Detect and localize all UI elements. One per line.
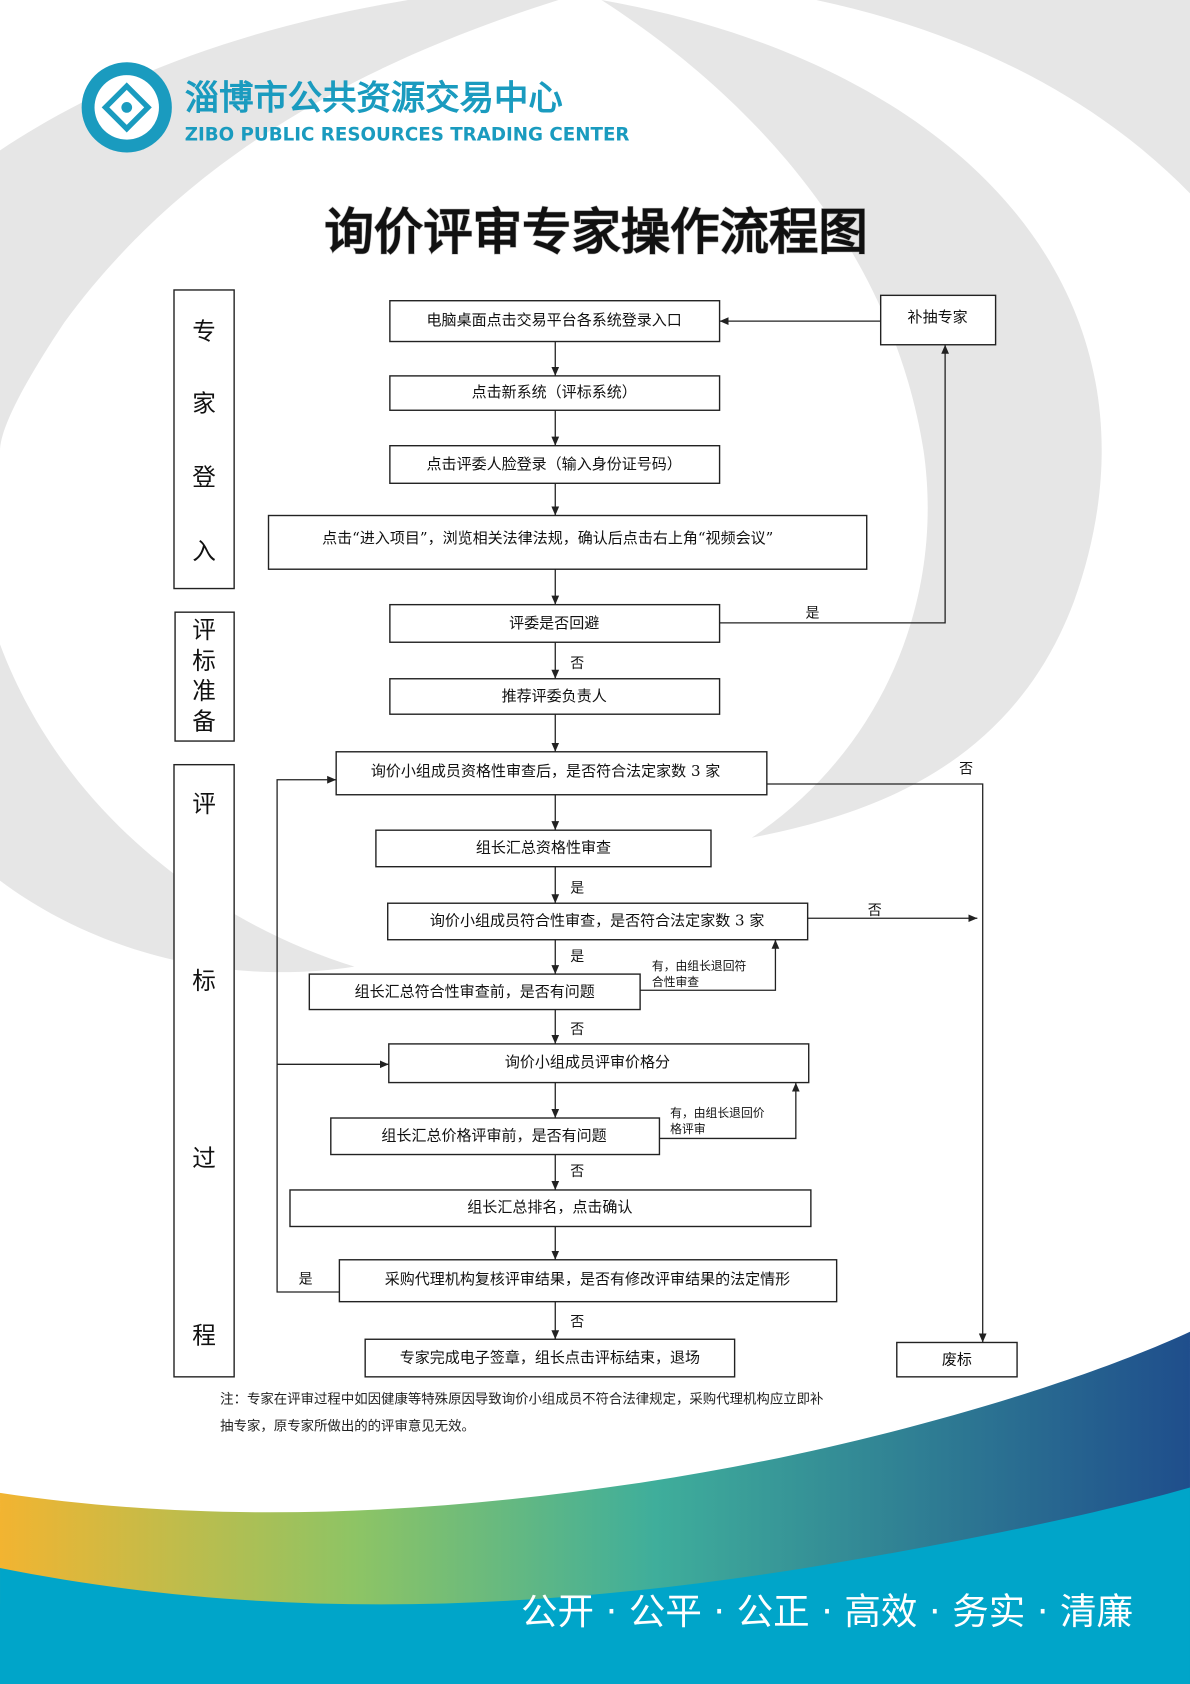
svg-text:询价小组成员评审价格分: 询价小组成员评审价格分 <box>505 1053 670 1071</box>
svg-text:否: 否 <box>570 1164 584 1180</box>
svg-text:有，由组长退回符: 有，由组长退回符 <box>652 959 747 973</box>
edge-labels: 是 否 否 是 否 是 有，由组长退回符 合性审查 否 有，由组长退回价 格评审… <box>299 606 973 1331</box>
footer-band <box>0 1487 1190 1684</box>
org-name-cn: 淄博市公共资源交易中心 <box>185 79 563 119</box>
step-summary-qualification: 组长汇总资格性审查 <box>375 829 712 868</box>
svg-text:程: 程 <box>192 1322 216 1350</box>
svg-text:登: 登 <box>192 463 216 491</box>
svg-text:格评审: 格评审 <box>670 1122 705 1136</box>
svg-text:废标: 废标 <box>942 1351 972 1369</box>
note-line-2: 抽专家，原专家所做出的的评审意见无效。 <box>220 1418 475 1435</box>
connectors <box>276 317 987 1343</box>
svg-text:采购代理机构复核评审结果，是否有修改评审结果的法定情形: 采购代理机构复核评审结果，是否有修改评审结果的法定情形 <box>385 1270 790 1288</box>
svg-text:电脑桌面点击交易平台各系统登录入口: 电脑桌面点击交易平台各系统登录入口 <box>427 311 682 329</box>
svg-text:评: 评 <box>192 790 216 818</box>
step-enter-project: 点击“进入项目”，浏览相关法律法规，确认后点击右上角“视频会议” <box>267 514 868 570</box>
svg-text:是: 是 <box>570 949 584 965</box>
svg-text:准: 准 <box>192 677 216 705</box>
svg-text:组长汇总资格性审查: 组长汇总资格性审查 <box>476 838 611 856</box>
svg-text:评: 评 <box>192 616 216 644</box>
section-expert-login: 专 家 登 入 <box>173 289 235 590</box>
svg-text:标: 标 <box>192 967 216 995</box>
svg-text:过: 过 <box>192 1144 216 1172</box>
svg-text:点击新系统（评标系统）: 点击新系统（评标系统） <box>472 383 637 401</box>
svg-text:备: 备 <box>192 707 216 735</box>
svg-text:专家完成电子签章，组长点击评标结束，退场: 专家完成电子签章，组长点击评标结束，退场 <box>400 1349 700 1367</box>
decision-agency-review: 采购代理机构复核评审结果，是否有修改评审结果的法定情形 <box>338 1259 838 1303</box>
decision-compliance: 询价小组成员符合性审查，是否符合法定家数 3 家 <box>387 902 809 941</box>
step-face-login: 点击评委人脸登录（输入身份证号码） <box>389 445 721 484</box>
note-line-1: 注：专家在评审过程中如因健康等特殊原因导致询价小组成员不符合法律规定，采购代理机… <box>220 1391 823 1408</box>
svg-text:否: 否 <box>570 656 584 672</box>
decision-recusal: 评委是否回避 <box>389 603 721 643</box>
svg-text:否: 否 <box>868 903 882 919</box>
svg-text:有，由组长退回价: 有，由组长退回价 <box>670 1106 765 1120</box>
svg-text:合性审查: 合性审查 <box>652 975 699 989</box>
page-title: 询价评审专家操作流程图 <box>324 203 867 261</box>
logo <box>81 62 172 153</box>
step-login-entry: 电脑桌面点击交易平台各系统登录入口 <box>389 300 721 343</box>
svg-text:点击评委人脸登录（输入身份证号码）: 点击评委人脸登录（输入身份证号码） <box>427 455 682 473</box>
step-new-system: 点击新系统（评标系统） <box>389 375 721 411</box>
svg-text:否: 否 <box>959 761 973 777</box>
svg-text:评委是否回避: 评委是否回避 <box>509 614 599 632</box>
svg-text:是: 是 <box>299 1271 313 1287</box>
box-invalid-bid: 废标 <box>896 1341 1018 1378</box>
svg-text:补抽专家: 补抽专家 <box>908 308 968 326</box>
svg-text:询价小组成员符合性审查，是否符合法定家数 3 家: 询价小组成员符合性审查，是否符合法定家数 3 家 <box>430 911 764 929</box>
decision-price-summary: 组长汇总价格评审前，是否有问题 <box>330 1117 661 1156</box>
svg-text:入: 入 <box>192 538 216 566</box>
box-supplement-expert: 补抽专家 <box>879 294 997 346</box>
svg-text:是: 是 <box>806 606 820 622</box>
svg-text:组长汇总价格评审前，是否有问题: 组长汇总价格评审前，是否有问题 <box>381 1126 606 1144</box>
svg-text:否: 否 <box>570 1022 584 1038</box>
svg-text:推荐评委负责人: 推荐评委负责人 <box>502 687 607 705</box>
decision-qualification: 询价小组成员资格性审查后，是否符合法定家数 3 家 <box>335 751 768 796</box>
decision-compliance-summary: 组长汇总符合性审查前，是否有问题 <box>308 973 641 1011</box>
step-price-score: 询价小组成员评审价格分 <box>388 1043 810 1084</box>
svg-text:是: 是 <box>570 880 584 896</box>
svg-text:专: 专 <box>192 317 216 345</box>
svg-text:点击“进入项目”，浏览相关法律法规，确认后点击右上角“视频会: 点击“进入项目”，浏览相关法律法规，确认后点击右上角“视频会议” <box>322 529 773 547</box>
slogan: 公开 · 公平 · 公正 · 高效 · 务实 · 清廉 <box>521 1590 1133 1633</box>
svg-text:组长汇总符合性审查前，是否有问题: 组长汇总符合性审查前，是否有问题 <box>355 982 595 1000</box>
step-ranking-confirm: 组长汇总排名，点击确认 <box>289 1189 812 1228</box>
svg-text:否: 否 <box>570 1314 584 1330</box>
step-finish-sign: 专家完成电子签章，组长点击评标结束，退场 <box>364 1338 736 1378</box>
svg-text:组长汇总排名，点击确认: 组长汇总排名，点击确认 <box>467 1198 632 1216</box>
svg-text:询价小组成员资格性审查后，是否符合法定家数 3 家: 询价小组成员资格性审查后，是否符合法定家数 3 家 <box>371 762 720 780</box>
section-eval-process: 评 标 过 程 <box>173 763 235 1378</box>
svg-text:家: 家 <box>192 389 216 417</box>
step-recommend-leader: 推荐评委负责人 <box>389 678 721 715</box>
org-name-en: ZIBO PUBLIC RESOURCES TRADING CENTER <box>185 125 630 146</box>
section-eval-prep: 评 标 准 备 <box>174 611 235 742</box>
svg-text:标: 标 <box>192 647 216 675</box>
